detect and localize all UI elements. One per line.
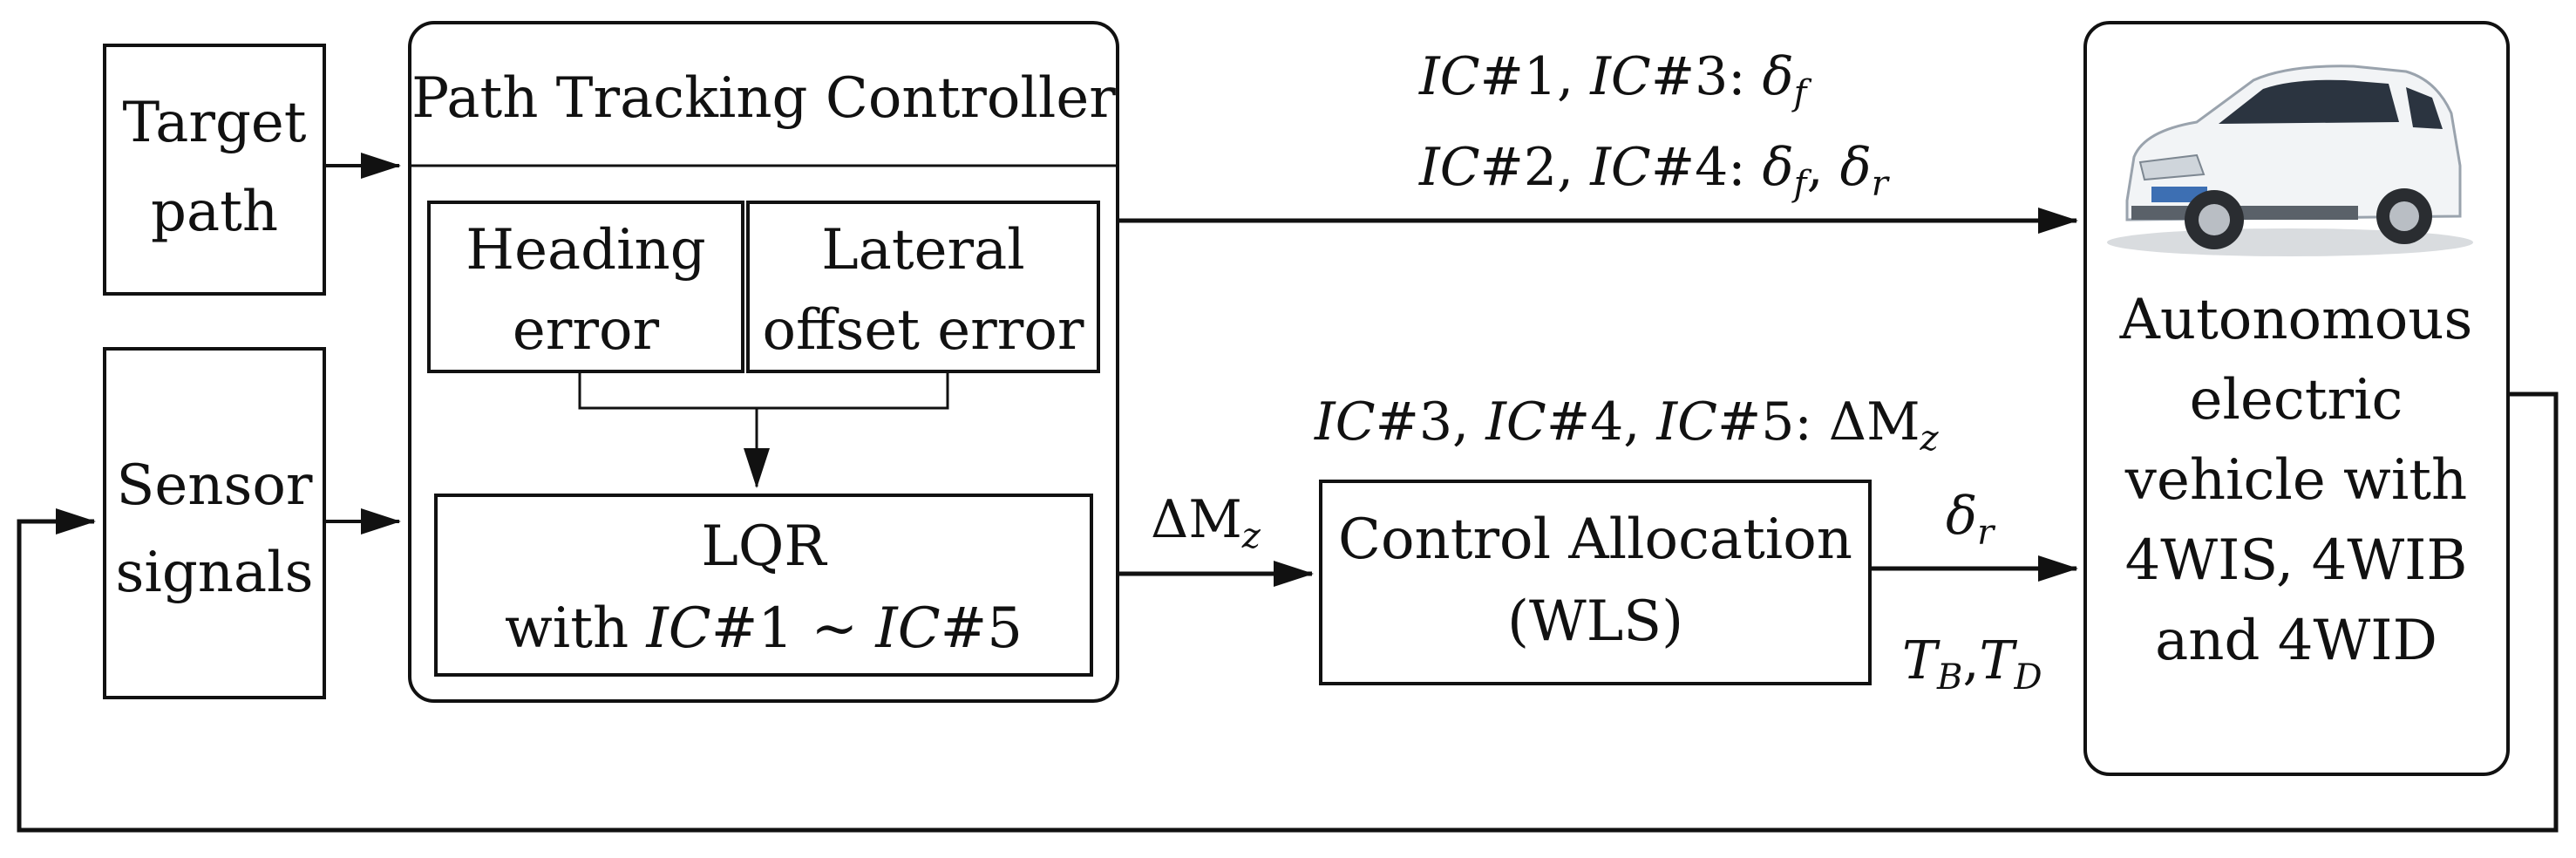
sensor-signals-block: Sensor signals <box>103 347 326 699</box>
target-path-label-1: Target <box>122 91 306 155</box>
lqr-label-2: with IC#1 ~ IC#5 <box>505 596 1023 661</box>
lqr-block: LQR with IC#1 ~ IC#5 <box>434 494 1093 677</box>
vehicle-label-5: and 4WID <box>2155 609 2437 673</box>
control-allocation-label-2: (WLS) <box>1507 589 1683 654</box>
lqr-output-label: ΔMz <box>1151 489 1261 556</box>
feedback-loop-arrow <box>17 392 2559 833</box>
heading-error-label-1: Heading <box>466 218 705 283</box>
target-path-label-2: path <box>151 180 278 244</box>
lateral-error-label-1: Lateral <box>821 218 1024 283</box>
heading-error-label-2: error <box>513 298 660 363</box>
control-allocation-block: Control Allocation (WLS) <box>1319 480 1872 685</box>
target-path-block: Target path <box>103 44 326 296</box>
sensor-signals-label-1: Sensor <box>117 453 313 518</box>
car-icon <box>2107 65 2473 256</box>
vehicle-label-2: electric <box>2190 368 2403 432</box>
lqr-label-1: LQR <box>701 514 827 579</box>
vehicle-label-3: vehicle with <box>2124 448 2467 513</box>
steer-case2-label: IC#2, IC#4: δf, δr <box>1418 137 1891 204</box>
lateral-error-label-2: offset error <box>763 298 1084 363</box>
ca-torque-output-label: TB,TD <box>1902 630 2042 698</box>
sensor-signals-label-2: signals <box>116 541 314 605</box>
steer-case1-label: IC#1, IC#3: δf <box>1418 46 1812 113</box>
path-tracking-controller: Path Tracking Controller Heading error L… <box>408 21 1119 703</box>
control-allocation-label-1: Control Allocation <box>1338 507 1852 572</box>
heading-error-block: Heading error <box>427 201 744 373</box>
lateral-offset-error-block: Lateral offset error <box>746 201 1100 373</box>
ca-steer-output-label: δr <box>1946 486 1996 553</box>
yaw-moment-case-label: IC#3, IC#4, IC#5: ΔMz <box>1314 392 1940 459</box>
controller-title: Path Tracking Controller <box>411 66 1116 131</box>
vehicle-block: Autonomous electric vehicle with 4WIS, 4… <box>2083 21 2510 776</box>
error-merge-bracket <box>578 373 949 410</box>
vehicle-label-1: Autonomous <box>2119 288 2473 352</box>
vehicle-label-4: 4WIS, 4WIB <box>2125 528 2468 593</box>
